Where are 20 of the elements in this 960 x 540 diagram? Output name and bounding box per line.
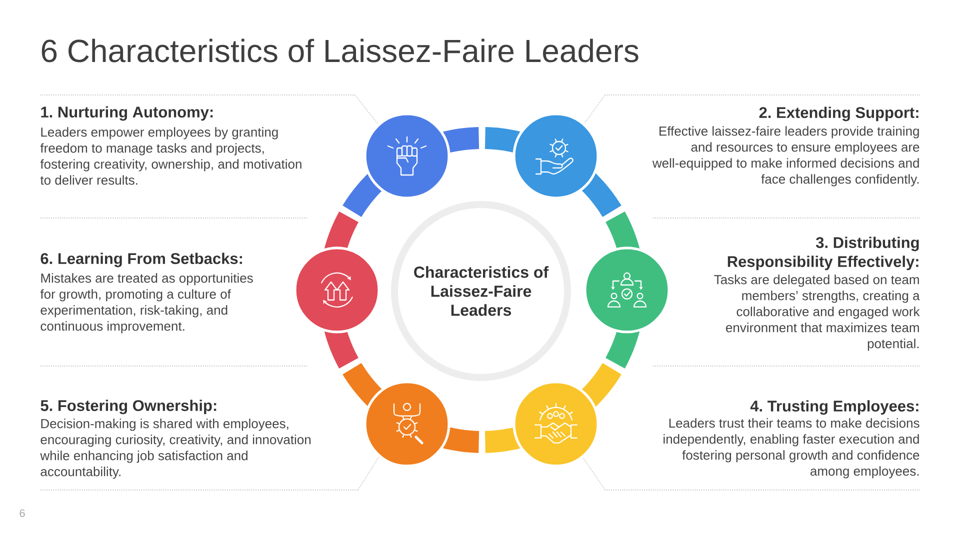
icon-circle bbox=[512, 380, 600, 468]
item-heading: 1. Nurturing Autonomy: bbox=[41, 106, 213, 121]
item-description: Leaders empower employees by granting freedom to manage tasks and projects, fostering creativity, ownership, and motivation to deliver results. bbox=[40, 127, 302, 185]
icon-circle bbox=[584, 246, 670, 334]
icon-circle bbox=[294, 246, 380, 334]
item-heading: 3. Distributing Responsibility Effectively: bbox=[728, 236, 919, 270]
item-description: Leaders trust their teams to make decisions independently, enabling faster execution and fostering personal growth and confidence among employees. bbox=[664, 418, 920, 478]
icon-circle bbox=[364, 112, 450, 200]
slide-title: 6 Characteristics of Laissez-Faire Leaders bbox=[42, 38, 638, 62]
item-heading: 4. Trusting Employees: bbox=[750, 400, 918, 415]
item-description: Decision-making is shared with employees, encouraging curiosity, creativity, and innovation while enhancing job satisfaction and accountability. bbox=[40, 418, 311, 479]
item-description: Effective laissez-faire leaders provide training and resources to ensure employees are well-equipped to make informed decisions and face challenges confidently. bbox=[652, 126, 920, 186]
icon-circle bbox=[364, 380, 450, 468]
item-heading: 5. Fostering Ownership: bbox=[40, 400, 216, 414]
item-heading: 2. Extending Support: bbox=[759, 106, 918, 122]
item-heading: 6. Learning From Setbacks: bbox=[40, 252, 242, 268]
icon-circle bbox=[512, 112, 600, 200]
item-description: Tasks are delegated based on team members’ strengths, creating a collaborative and engaged work environment that maximizes team potential. bbox=[714, 274, 920, 351]
page-number: 6 bbox=[20, 509, 25, 518]
item-description: Mistakes are treated as opportunities for growth, promoting a culture of experimentation, risk-taking, and continuous improvement. bbox=[40, 273, 253, 334]
